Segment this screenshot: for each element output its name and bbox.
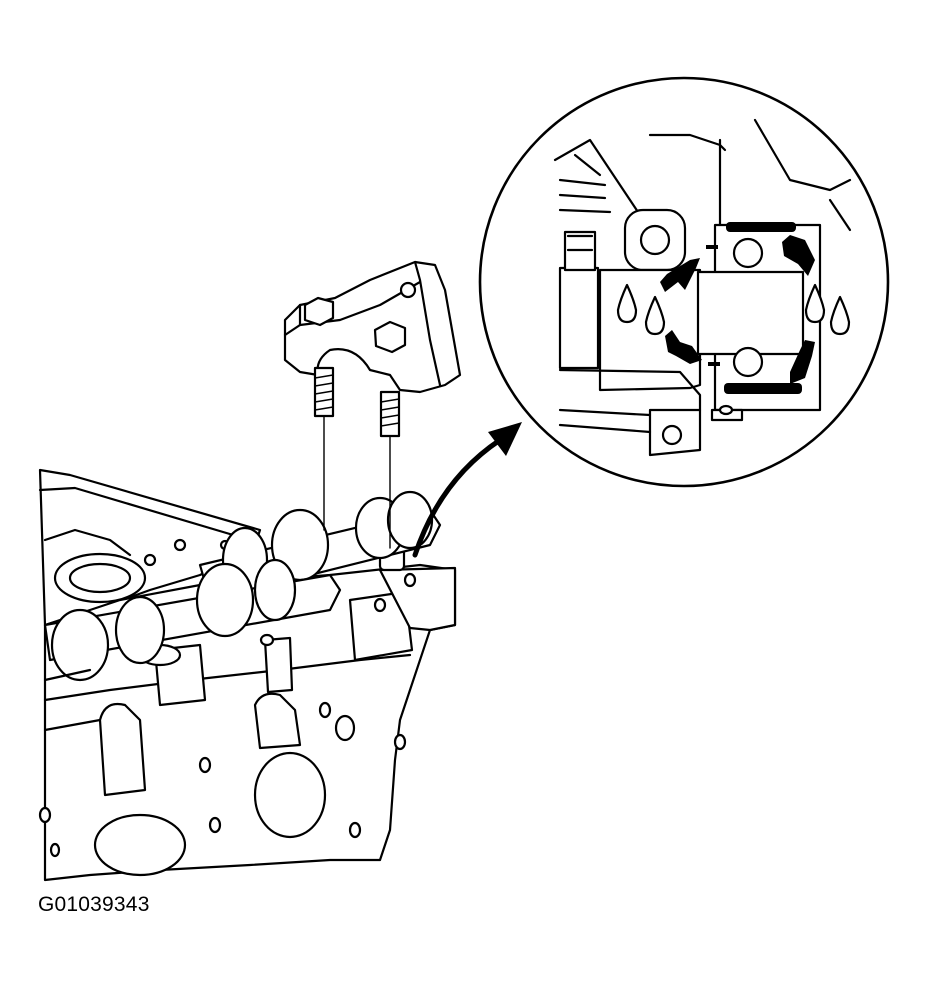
camshaft bbox=[43, 490, 442, 682]
figure-code: G01039343 bbox=[38, 893, 150, 916]
detail-view bbox=[478, 76, 890, 488]
bearing-cap bbox=[283, 260, 462, 549]
callout-arrow bbox=[412, 422, 522, 558]
